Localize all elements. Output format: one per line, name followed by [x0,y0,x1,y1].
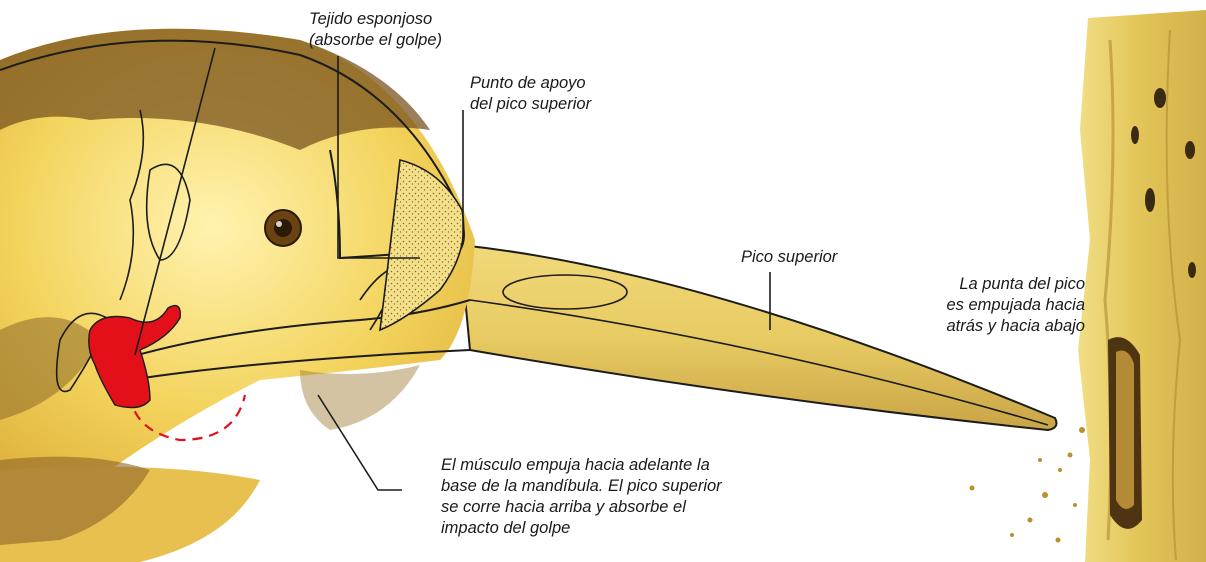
beak [460,245,1056,430]
label-tejido-esponjoso: Tejido esponjoso (absorbe el golpe) [309,9,442,51]
label-pico-superior: Pico superior [741,247,837,268]
label-musculo: El músculo empuja hacia adelante la base… [441,455,722,539]
tree-trunk [1078,10,1206,562]
label-punto-apoyo: Punto de apoyo del pico superior [470,73,591,115]
label-punta-pico: La punta del pico es empujada hacia atrá… [920,274,1085,337]
wood-chips [970,427,1086,543]
